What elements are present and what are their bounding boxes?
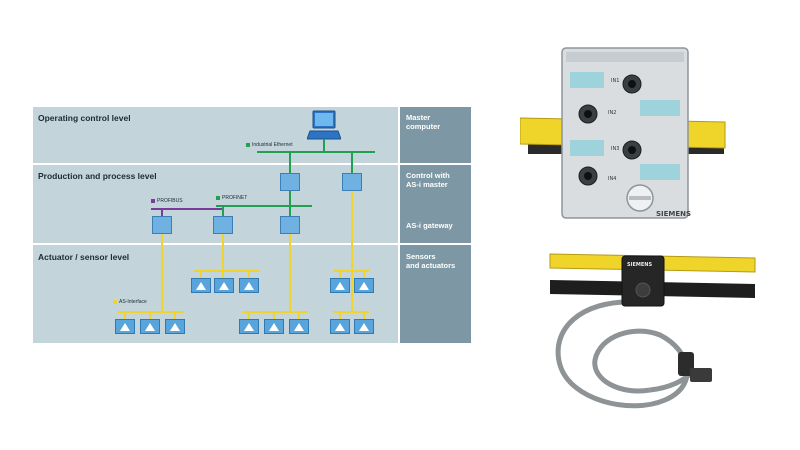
sensor-icon bbox=[115, 319, 135, 334]
right-box-sensors bbox=[400, 245, 471, 343]
right-label-control-line2: AS-i master bbox=[406, 180, 448, 189]
ethernet-drop-2 bbox=[351, 151, 353, 173]
as-i-drop bbox=[124, 311, 126, 319]
profinet-line bbox=[216, 205, 312, 207]
as-i-trunk-3 bbox=[289, 234, 291, 312]
right-label-master: Master computer bbox=[406, 113, 468, 131]
as-i-drop bbox=[174, 311, 176, 319]
as-i-master-icon bbox=[342, 173, 362, 191]
as-i-drop bbox=[298, 311, 300, 319]
sensor-icon bbox=[165, 319, 185, 334]
as-interface-marker-icon bbox=[113, 300, 117, 304]
module-brand-label: SIEMENS bbox=[656, 210, 691, 218]
right-box-control bbox=[400, 165, 471, 243]
as-i-bus-a bbox=[194, 270, 260, 272]
module-port-in3: IN3 bbox=[611, 146, 619, 152]
profinet-riser bbox=[289, 191, 291, 206]
module-port-in4: IN4 bbox=[608, 176, 616, 182]
profinet-marker-icon bbox=[216, 196, 220, 200]
ethernet-drop-1 bbox=[289, 151, 291, 173]
as-i-drop bbox=[149, 311, 151, 319]
as-i-bus-d bbox=[242, 311, 308, 313]
profibus-marker-icon bbox=[151, 199, 155, 203]
profinet-drop-1 bbox=[222, 205, 224, 216]
sensor-icon bbox=[264, 319, 284, 334]
gateway-icon bbox=[213, 216, 233, 234]
computer-icon bbox=[307, 110, 341, 140]
as-i-trunk-1 bbox=[161, 234, 163, 312]
profinet-drop-2 bbox=[289, 205, 291, 216]
right-label-master-line2: computer bbox=[406, 122, 441, 131]
industrial-ethernet-line bbox=[257, 151, 375, 153]
as-i-drop bbox=[339, 270, 341, 278]
ethernet-marker-icon bbox=[246, 143, 250, 147]
as-i-master-icon bbox=[280, 173, 300, 191]
module-port-in2: IN2 bbox=[608, 110, 616, 116]
as-i-drop bbox=[222, 270, 224, 278]
sensor-icon bbox=[140, 319, 160, 334]
as-i-bus-c bbox=[118, 311, 184, 313]
module-port-in1: IN1 bbox=[611, 78, 619, 84]
as-i-drop bbox=[339, 311, 341, 319]
right-label-master-line1: Master bbox=[406, 113, 431, 122]
sensor-icon bbox=[214, 278, 234, 293]
gateway-icon bbox=[280, 216, 300, 234]
profibus-drop bbox=[161, 208, 163, 216]
right-label-gateway: AS-i gateway bbox=[406, 221, 453, 230]
gateway-icon bbox=[152, 216, 172, 234]
right-label-sensors-line2: and actuators bbox=[406, 261, 456, 270]
right-label-control: Control with AS-i master bbox=[406, 171, 468, 189]
as-interface-label: AS-Interface bbox=[113, 299, 147, 305]
sensor-icon bbox=[354, 278, 374, 293]
as-i-drop bbox=[248, 311, 250, 319]
as-interface-diagram: Operating control level Production and p… bbox=[33, 107, 471, 343]
as-i-cable-connector-image: SIEMENS bbox=[549, 253, 756, 409]
as-i-compact-module-image: IN1 IN2 IN3 IN4 SIEMENS bbox=[520, 47, 726, 219]
right-label-sensors: Sensors and actuators bbox=[406, 252, 468, 270]
profibus-line bbox=[151, 208, 224, 210]
sensor-icon bbox=[191, 278, 211, 293]
as-i-drop bbox=[200, 270, 202, 278]
as-i-drop bbox=[248, 270, 250, 278]
industrial-ethernet-text: Industrial Ethernet bbox=[252, 142, 293, 148]
sensor-icon bbox=[330, 278, 350, 293]
as-i-trunk-2 bbox=[222, 234, 224, 271]
as-i-bus-e bbox=[333, 311, 369, 313]
profinet-text: PROFINET bbox=[222, 195, 248, 201]
profinet-label: PROFINET bbox=[216, 195, 247, 201]
right-box-master bbox=[400, 107, 471, 163]
as-i-trunk-4 bbox=[351, 191, 353, 312]
computer-link bbox=[323, 139, 325, 151]
connector-brand-label: SIEMENS bbox=[627, 262, 652, 268]
sensor-icon bbox=[239, 278, 259, 293]
level-title-actuator: Actuator / sensor level bbox=[38, 252, 130, 262]
as-interface-text: AS-Interface bbox=[119, 299, 147, 305]
right-label-sensors-line1: Sensors bbox=[406, 252, 436, 261]
sensor-icon bbox=[354, 319, 374, 334]
level-title-production: Production and process level bbox=[38, 171, 157, 181]
level-title-operating: Operating control level bbox=[38, 113, 131, 123]
profibus-text: PROFIBUS bbox=[157, 198, 183, 204]
as-i-bus-b bbox=[333, 270, 369, 272]
as-i-drop bbox=[363, 270, 365, 278]
sensor-icon bbox=[239, 319, 259, 334]
as-i-drop bbox=[363, 311, 365, 319]
as-i-drop bbox=[273, 311, 275, 319]
profibus-label: PROFIBUS bbox=[151, 198, 183, 204]
industrial-ethernet-label: Industrial Ethernet bbox=[246, 142, 293, 148]
sensor-icon bbox=[289, 319, 309, 334]
right-label-control-line1: Control with bbox=[406, 171, 450, 180]
sensor-icon bbox=[330, 319, 350, 334]
